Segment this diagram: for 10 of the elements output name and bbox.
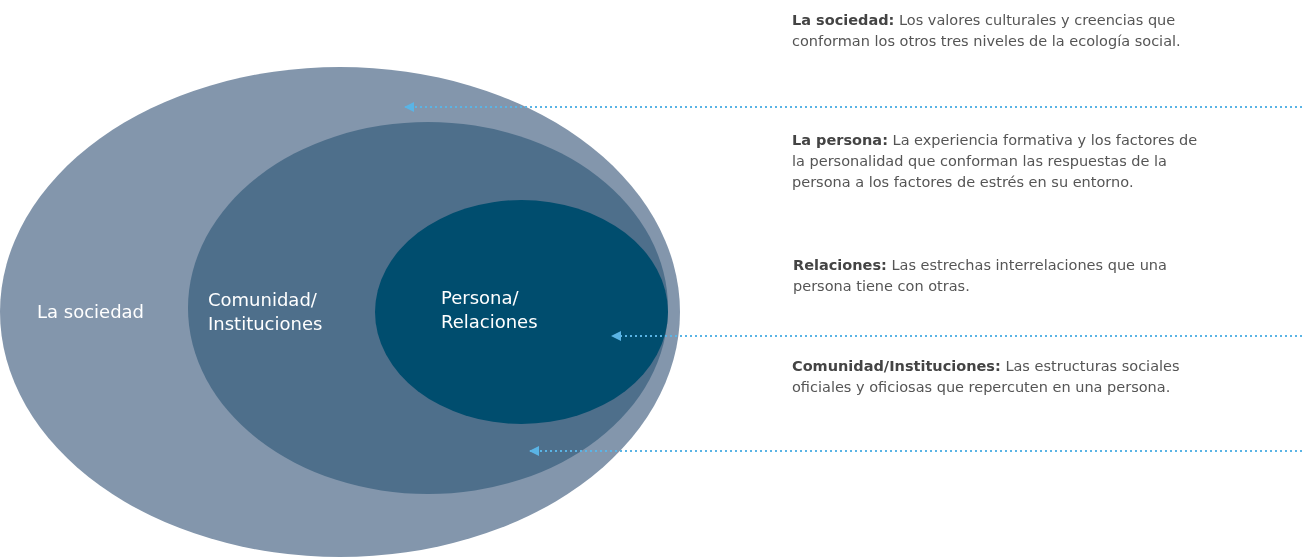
level-label: La sociedad [37,300,146,324]
dotted-arrow [404,102,1302,112]
description-text: La persona: La experiencia formativa y los factores de la personalidad que conforman las respuestas de la persona a los factores de estrés en su entorno. [792,131,1199,192]
dotted-arrow [611,331,1302,341]
level-label: Persona/ Relaciones [441,286,539,334]
description-text: Relaciones: Las estrechas interrelaciones que una persona tiene con otras. [793,256,1168,296]
description-text: Comunidad/Instituciones: Las estructuras sociales oficiales y oficiosas que repercuten en una persona. [792,357,1181,397]
level-label: Comunidad/ Instituciones [208,288,324,336]
dotted-arrow [529,446,1302,456]
description-text: La sociedad: Los valores culturales y creencias que conforman los otros tres niveles de la ecología social. [792,11,1182,51]
